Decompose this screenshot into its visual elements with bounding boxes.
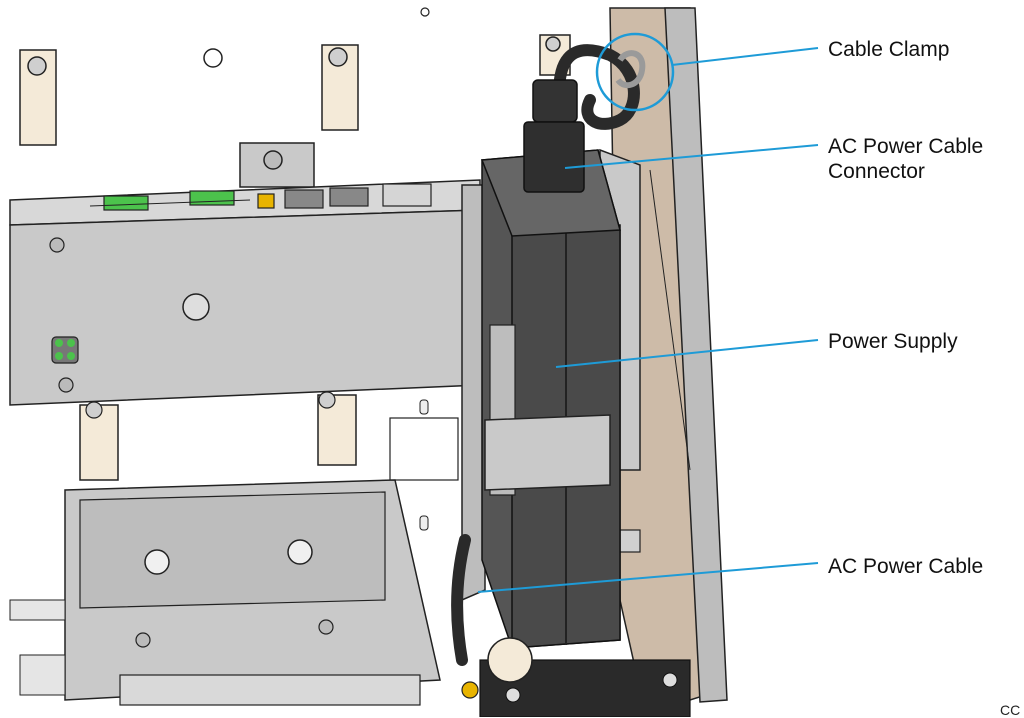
cable-clamp [595,32,675,112]
callout-ac-power-cable: AC Power Cable [828,555,984,578]
callout-power-supply: Power Supply [828,330,958,353]
leader-lines [477,47,819,593]
callout-cable-clamp: Cable Clamp [828,38,950,61]
leader-line-connector [564,144,819,169]
leader-line-power-supply [555,339,819,368]
power-supply [480,149,621,649]
leader-line-cable-clamp [671,47,819,66]
bottom-bracket [461,637,691,717]
chassis-ports [89,183,432,211]
callout-ac-power-cable-connector: AC Power Cable Connector [828,135,984,183]
figure-code: CC [1000,702,1021,718]
lower-tray [9,479,441,706]
lower-mounting-clips [79,391,459,531]
upper-mounting-clips [19,7,571,146]
leader-line-ac-cable [477,562,819,593]
main-chassis [9,142,481,406]
ac-power-cable [451,534,471,666]
ac-power-cable-connector [523,44,640,193]
